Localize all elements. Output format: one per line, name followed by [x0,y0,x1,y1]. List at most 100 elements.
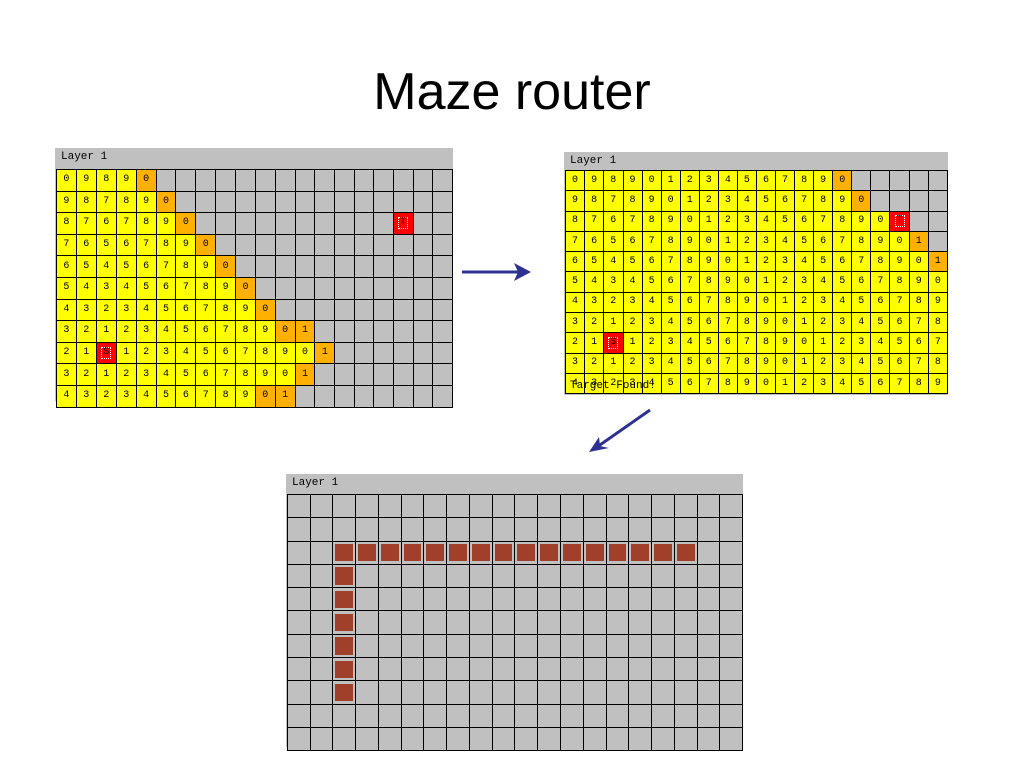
path-cell [491,540,516,565]
empty-cell [651,633,675,659]
expanded-cell: 8 [736,312,757,334]
empty-cell [491,610,516,635]
path-cell [673,540,698,565]
empty-cell [514,633,539,659]
cell-label: S [101,347,112,360]
empty-cell [423,610,448,635]
expanded-cell: 6 [56,255,77,278]
expanded-cell: 6 [717,332,738,354]
empty-cell [673,703,698,728]
empty-cell [215,212,237,235]
expanded-cell: 4 [622,271,643,293]
expanded-cell: 9 [235,298,256,322]
empty-cell [491,563,516,589]
empty-cell [355,517,379,542]
empty-cell [373,212,394,235]
empty-cell [628,610,653,635]
expanded-cell: 0 [717,251,738,273]
expanded-cell: 9 [135,190,157,214]
empty-cell [432,255,453,278]
empty-cell [309,657,334,682]
expanded-cell: 2 [717,210,738,232]
expanded-cell: 2 [115,320,137,343]
expanded-cell: 8 [95,169,117,192]
empty-cell [377,680,402,705]
empty-cell [254,212,276,235]
empty-cell [287,726,311,752]
empty-cell [309,587,334,612]
empty-cell [294,384,316,408]
empty-cell [355,563,379,589]
expanded-cell: 8 [755,332,777,354]
expanded-cell: 8 [235,320,256,343]
source-cell: S [95,341,117,365]
expanded-cell: 0 [294,341,316,365]
expanded-cell: 4 [774,230,796,253]
path-cell [537,540,561,565]
expanded-cell: 4 [564,372,586,395]
empty-cell [412,341,434,365]
empty-cell [334,212,355,235]
empty-cell [377,657,402,682]
empty-cell [446,587,470,612]
expanded-cell: 4 [870,332,891,354]
empty-cell [514,680,539,705]
grid-row [287,610,743,635]
expanded-cell: 2 [622,312,643,334]
expanded-cell: 8 [564,210,586,232]
empty-cell [332,703,357,728]
expanded-cell: 7 [195,298,217,322]
empty-cell [605,657,630,682]
expanded-cell: 5 [736,169,757,192]
empty-cell [287,633,311,659]
expanded-cell: 3 [832,312,853,334]
route-segment [585,544,604,562]
expanded-cell: 4 [813,271,834,293]
empty-cell [908,210,929,232]
expanded-cell: 7 [927,332,949,354]
empty-cell [446,493,470,519]
route-segment [540,544,558,562]
expanded-cell: 7 [195,384,217,408]
expanded-cell: 7 [698,291,719,314]
expanded-cell: 1 [95,320,117,343]
grid-row [287,587,743,612]
route-segment [563,544,581,562]
expanded-cell: 9 [56,190,77,214]
empty-cell [423,703,448,728]
expanded-cell: 5 [774,210,796,232]
empty-cell [334,233,355,257]
empty-cell [400,610,425,635]
empty-cell [582,587,607,612]
target-cell: T [889,210,910,232]
empty-cell [719,517,743,542]
empty-cell [673,657,698,682]
expanded-cell: 7 [95,190,117,214]
empty-cell [673,726,698,752]
expanded-cell: 2 [603,291,624,314]
empty-cell [696,633,721,659]
empty-cell [412,320,434,343]
expanded-cell: 0 [908,251,929,273]
empty-cell [651,726,675,752]
empty-cell [353,363,375,386]
empty-cell [719,493,743,519]
empty-cell [514,703,539,728]
empty-cell [392,255,414,278]
path-cell [605,540,630,565]
empty-cell [195,212,217,235]
expanded-cell: 4 [564,291,586,314]
expanded-cell: 7 [774,169,796,192]
route-segment [676,544,695,562]
grid-row [287,517,743,542]
empty-cell [195,190,217,214]
wavefront-cell: 0 [175,212,197,235]
expanded-cell: 4 [155,363,177,386]
empty-cell [377,517,402,542]
empty-cell [412,169,434,192]
expanded-cell: 8 [175,255,197,278]
empty-cell [719,703,743,728]
expanded-cell: 8 [641,210,662,232]
